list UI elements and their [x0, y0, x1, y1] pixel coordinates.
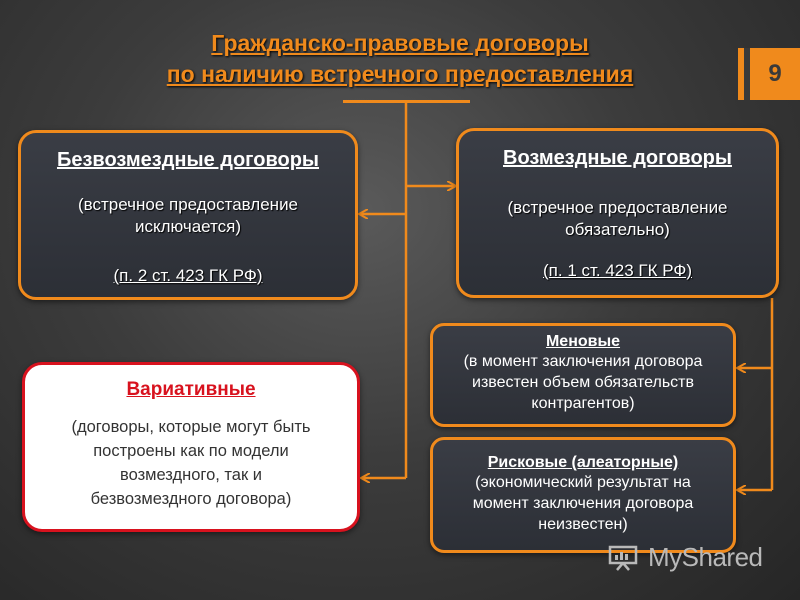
- gratuitous-desc-line-1: (встречное предоставление: [77, 195, 299, 214]
- onerous-desc-line-2: обязательно): [565, 220, 670, 239]
- barter-description: (в момент заключения договора известен о…: [433, 351, 733, 414]
- variative-desc-line-4: безвозмездного договора): [90, 490, 292, 508]
- onerous-title: Возмездные договоры: [503, 147, 732, 169]
- onerous-contracts-box: Возмездные договоры (встречное предостав…: [456, 128, 779, 298]
- barter-title: Меновые: [545, 333, 621, 350]
- presentation-board-icon: [608, 545, 638, 571]
- watermark-text: MyShared: [648, 542, 763, 572]
- diagram-title: Гражданско-правовые договоры по наличию …: [100, 28, 700, 90]
- page-number: 9: [768, 60, 782, 87]
- risk-desc-line-2: момент заключения договора: [472, 495, 694, 512]
- variative-desc-line-3: возмездного, так и: [120, 466, 262, 484]
- barter-desc-line-2: известен объем обязательств: [472, 374, 694, 391]
- gratuitous-title: Безвозмездные договоры: [56, 149, 319, 171]
- variative-description: (договоры, которые могут быть построены …: [25, 415, 357, 511]
- variative-desc-line-2: построены как по модели: [93, 442, 289, 460]
- gratuitous-contracts-box: Безвозмездные договоры (встречное предос…: [18, 130, 358, 300]
- badge-stripe: [738, 48, 744, 100]
- onerous-law-reference: (п. 1 ст. 423 ГК РФ): [543, 261, 692, 280]
- variative-title: Вариативные: [126, 379, 256, 400]
- title-underline-bar: [343, 100, 470, 103]
- risk-desc-line-1: (экономический результат на: [475, 474, 691, 491]
- gratuitous-desc-line-2: исключается): [134, 217, 242, 236]
- variative-desc-line-1: (договоры, которые могут быть: [71, 418, 311, 436]
- gratuitous-law-reference: (п. 2 ст. 423 ГК РФ): [113, 266, 263, 285]
- onerous-description: (встречное предоставление обязательно): [459, 197, 776, 241]
- risk-title: Рисковые (алеаторные): [487, 454, 679, 471]
- onerous-desc-line-1: (встречное предоставление: [507, 198, 728, 217]
- barter-desc-line-3: контрагентов): [531, 395, 635, 412]
- page-number-badge: 9: [738, 48, 800, 100]
- risk-contracts-box: Рисковые (алеаторные) (экономический рез…: [430, 437, 736, 553]
- gratuitous-description: (встречное предоставление исключается): [21, 194, 355, 238]
- barter-contracts-box: Меновые (в момент заключения договора из…: [430, 323, 736, 427]
- risk-description: (экономический результат на момент заклю…: [433, 472, 733, 535]
- badge-gap: [744, 48, 750, 100]
- title-line-2: по наличию встречного предоставления: [166, 61, 634, 87]
- variative-contracts-box: Вариативные (договоры, которые могут быт…: [22, 362, 360, 532]
- watermark: MyShared: [608, 537, 788, 577]
- risk-desc-line-3: неизвестен): [538, 516, 628, 533]
- barter-desc-line-1: (в момент заключения договора: [463, 353, 703, 370]
- title-line-1: Гражданско-правовые договоры: [211, 30, 589, 56]
